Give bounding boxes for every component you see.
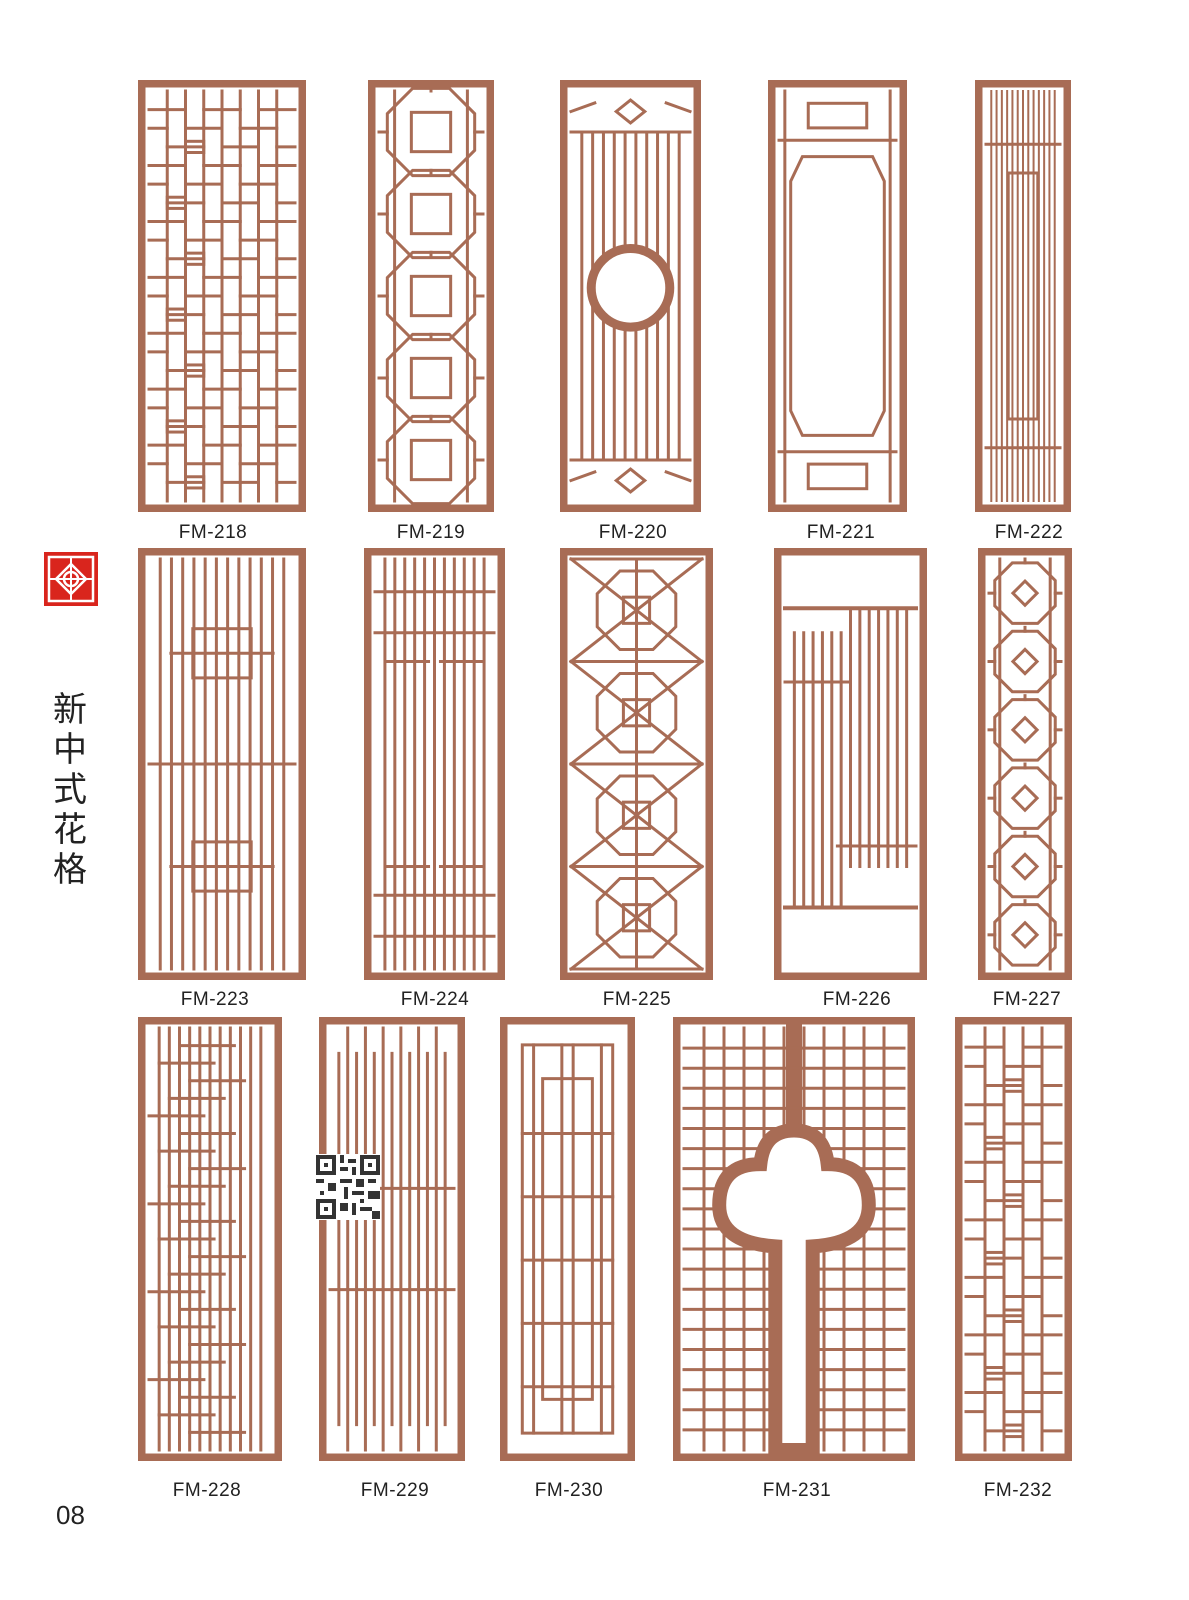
panel-code-label: FM-219 xyxy=(396,522,466,543)
panel-code-label: FM-225 xyxy=(602,989,672,1010)
panel-code-label: FM-220 xyxy=(598,522,668,543)
section-title-char: 中 xyxy=(53,730,87,770)
lattice-drawing xyxy=(978,548,1072,980)
panel-fm-223 xyxy=(138,548,306,980)
lattice-drawing xyxy=(560,548,713,980)
panel-code-label: FM-223 xyxy=(180,989,250,1010)
lattice-drawing xyxy=(975,80,1071,512)
panel-fm-232 xyxy=(955,1017,1072,1461)
lattice-drawing xyxy=(560,80,701,512)
panel-fm-222 xyxy=(975,80,1071,512)
lattice-drawing xyxy=(319,1017,465,1461)
panel-fm-218 xyxy=(138,80,306,512)
panel-code-label: FM-226 xyxy=(822,989,892,1010)
lattice-drawing xyxy=(138,548,306,980)
panel-code-label: FM-231 xyxy=(762,1480,832,1501)
section-title-char: 格 xyxy=(53,850,87,890)
lattice-drawing xyxy=(138,1017,282,1461)
panel-fm-228 xyxy=(138,1017,282,1461)
lattice-drawing xyxy=(500,1017,635,1461)
panel-fm-224 xyxy=(364,548,505,980)
panel-code-label: FM-228 xyxy=(172,1480,242,1501)
panel-fm-225 xyxy=(560,548,713,980)
panel-code-label: FM-232 xyxy=(983,1480,1053,1501)
lattice-drawing xyxy=(774,548,927,980)
panel-fm-221 xyxy=(768,80,907,512)
lattice-drawing xyxy=(138,80,306,512)
panel-fm-226 xyxy=(774,548,927,980)
qr-code xyxy=(316,1154,380,1220)
panel-fm-220 xyxy=(560,80,701,512)
panel-fm-230 xyxy=(500,1017,635,1461)
section-title: 新 中 式 花 格 xyxy=(50,690,90,890)
panel-fm-219 xyxy=(368,80,494,512)
panel-fm-229 xyxy=(319,1017,465,1461)
panel-fm-231 xyxy=(673,1017,915,1461)
panel-code-label: FM-230 xyxy=(534,1480,604,1501)
page-number: 08 xyxy=(56,1500,85,1530)
panel-code-label: FM-224 xyxy=(400,989,470,1010)
panel-code-label: FM-222 xyxy=(994,522,1064,543)
logo-seal xyxy=(44,552,98,606)
lattice-drawing xyxy=(955,1017,1072,1461)
panel-code-label: FM-218 xyxy=(178,522,248,543)
section-title-char: 花 xyxy=(53,810,87,850)
panel-code-label: FM-221 xyxy=(806,522,876,543)
panel-code-label: FM-227 xyxy=(992,989,1062,1010)
lattice-drawing xyxy=(364,548,505,980)
lattice-drawing xyxy=(673,1017,915,1461)
panel-code-label: FM-229 xyxy=(360,1480,430,1501)
section-title-char: 式 xyxy=(53,770,87,810)
section-title-char: 新 xyxy=(53,690,87,730)
lattice-drawing xyxy=(368,80,494,512)
lattice-drawing xyxy=(768,80,907,512)
panel-fm-227 xyxy=(978,548,1072,980)
